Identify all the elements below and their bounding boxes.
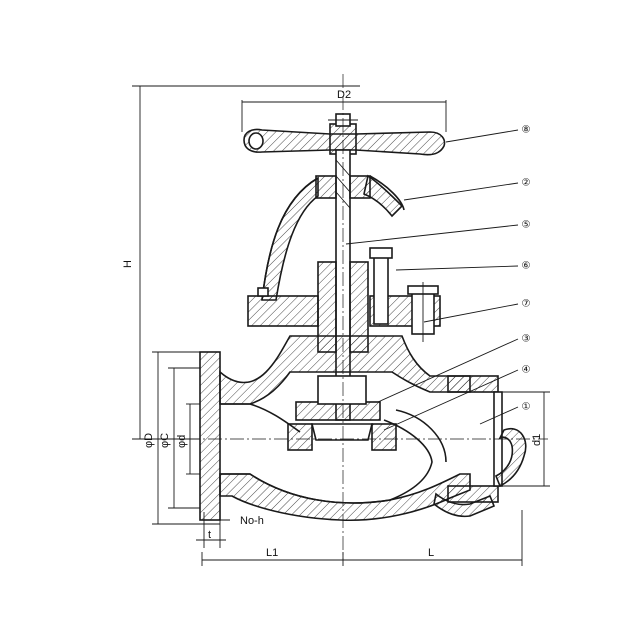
dim-l-label: L xyxy=(428,547,434,559)
yoke xyxy=(261,174,405,301)
callout-5: ⑤ xyxy=(522,220,531,231)
dim-h-label: H xyxy=(122,260,134,268)
callout-3: ③ xyxy=(522,334,531,345)
callout-leaders xyxy=(345,129,519,431)
callout-6: ⑥ xyxy=(522,261,531,272)
callout-1: ① xyxy=(522,402,531,413)
dim-no-h-label: No-h xyxy=(240,515,264,527)
dim-phi-d-outer-label: φD xyxy=(143,433,155,448)
center-lines xyxy=(186,74,548,560)
callout-8: ⑧ xyxy=(522,125,531,136)
callout-4: ④ xyxy=(522,365,531,376)
dim-phi-c-label: φC xyxy=(159,433,171,448)
dim-d1-label: d1 xyxy=(531,434,543,446)
valve-body xyxy=(199,335,527,522)
handwheel xyxy=(243,113,446,156)
dimension-lines xyxy=(132,85,550,566)
callout-7: ⑦ xyxy=(522,299,531,310)
dim-phi-d-inner-label: φd xyxy=(176,435,188,448)
dim-d2-label: D2 xyxy=(337,89,351,101)
dim-t-label: t xyxy=(208,529,211,541)
dim-l1-label: L1 xyxy=(266,547,278,559)
callout-2: ② xyxy=(522,178,531,189)
